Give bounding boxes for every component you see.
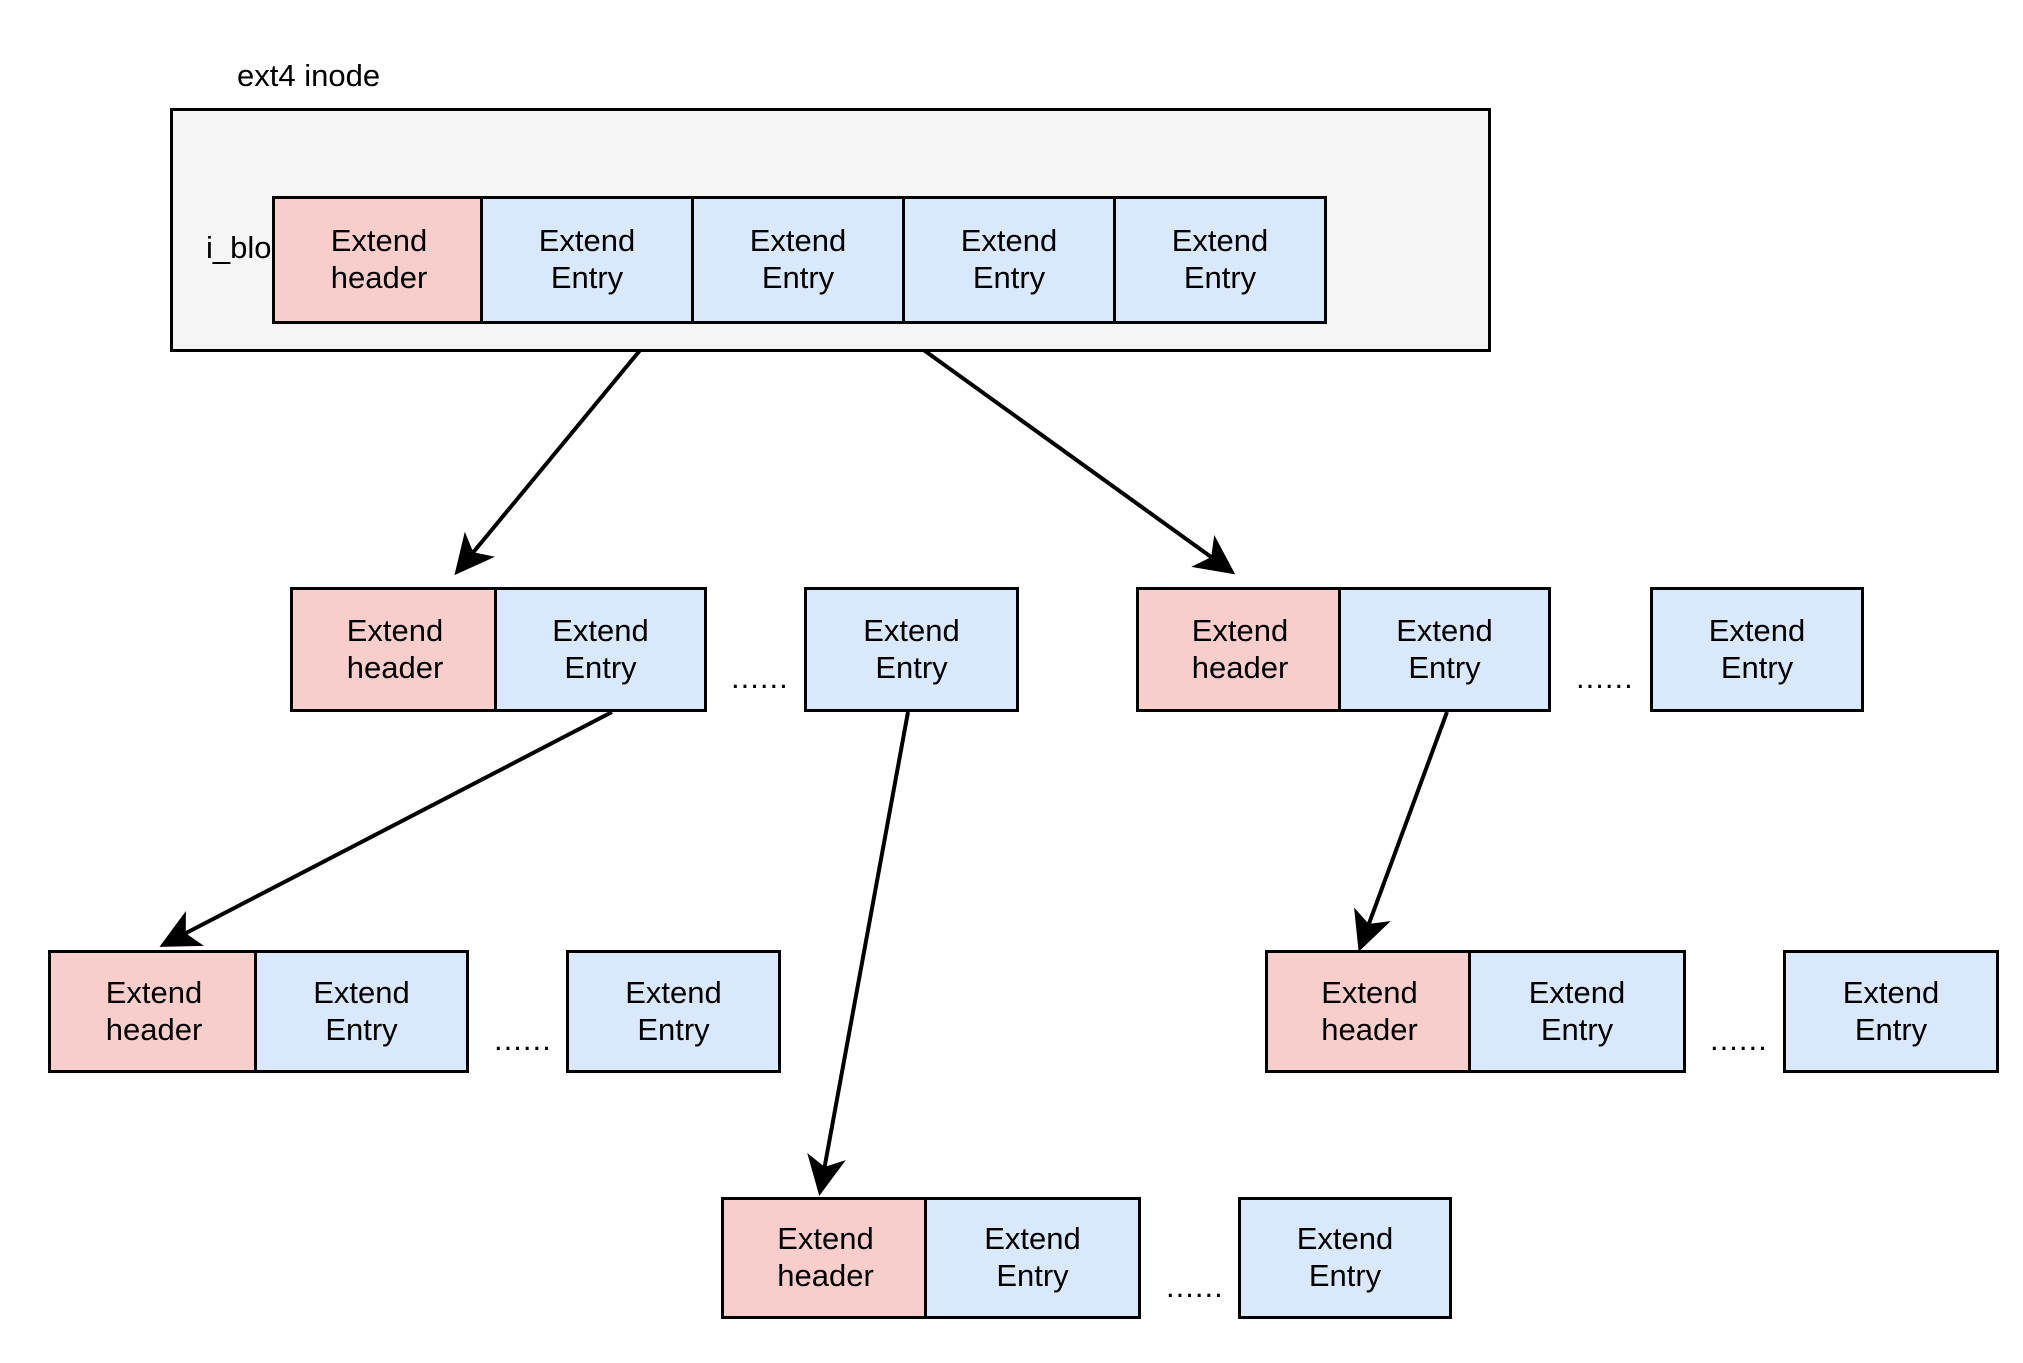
level-1-block-a-extend-header[interactable]: Extend header <box>290 587 500 712</box>
level-3-block-extend-entry[interactable]: Extend Entry <box>924 1197 1141 1319</box>
level-1-block-a: Extend header Extend Entry <box>290 587 710 712</box>
level-1-block-a-ellipsis: ...... <box>731 660 789 695</box>
level-2-block-b-extend-header[interactable]: Extend header <box>1265 950 1474 1073</box>
level-3-block-extend-header[interactable]: Extend header <box>721 1197 930 1319</box>
level-2-block-b-extend-entry[interactable]: Extend Entry <box>1468 950 1686 1073</box>
level-3-block-tail-extend-entry[interactable]: Extend Entry <box>1238 1197 1452 1319</box>
arrow-block-a-tail-entry-to-level3 <box>807 711 910 1196</box>
level-2-block-a-ellipsis: ...... <box>494 1022 552 1057</box>
arrow-inode-entry1-to-block-a <box>454 318 667 576</box>
arrow-block-a-entry-to-level2-a <box>159 710 613 947</box>
level-1-block-b-ellipsis: ...... <box>1576 660 1634 695</box>
inode-extend-entry-2[interactable]: Extend Entry <box>691 196 905 324</box>
level-1-block-a-extend-entry[interactable]: Extend Entry <box>494 587 707 712</box>
level-2-block-a-tail-extend-entry[interactable]: Extend Entry <box>566 950 781 1073</box>
arrow-inode-entry2-to-block-b <box>880 318 1236 575</box>
level-2-block-a: Extend header Extend Entry <box>48 950 472 1073</box>
level-2-block-b: Extend header Extend Entry <box>1265 950 1689 1073</box>
level-3-block: Extend header Extend Entry <box>721 1197 1144 1319</box>
level-3-block-ellipsis: ...... <box>1166 1269 1224 1304</box>
level-2-block-a-extend-header[interactable]: Extend header <box>48 950 260 1073</box>
level-1-block-b: Extend header Extend Entry <box>1136 587 1554 712</box>
inode-extend-header[interactable]: Extend header <box>272 196 486 324</box>
level-2-block-a-extend-entry[interactable]: Extend Entry <box>254 950 469 1073</box>
inode-extend-entry-3[interactable]: Extend Entry <box>902 196 1116 324</box>
level-2-block-b-tail-extend-entry[interactable]: Extend Entry <box>1783 950 1999 1073</box>
inode-level-row: Extend header Extend Entry Extend Entry … <box>272 196 1404 324</box>
inode-extend-entry-4[interactable]: Extend Entry <box>1113 196 1327 324</box>
level-2-block-b-ellipsis: ...... <box>1710 1022 1768 1057</box>
level-1-block-b-tail-extend-entry[interactable]: Extend Entry <box>1650 587 1864 712</box>
inode-title: ext4 inode <box>237 58 381 93</box>
arrow-block-b-entry-to-level2-b <box>1354 711 1449 952</box>
inode-extend-entry-1[interactable]: Extend Entry <box>480 196 694 324</box>
level-1-block-a-tail-extend-entry[interactable]: Extend Entry <box>804 587 1019 712</box>
level-1-block-b-extend-header[interactable]: Extend header <box>1136 587 1344 712</box>
level-1-block-b-extend-entry[interactable]: Extend Entry <box>1338 587 1551 712</box>
